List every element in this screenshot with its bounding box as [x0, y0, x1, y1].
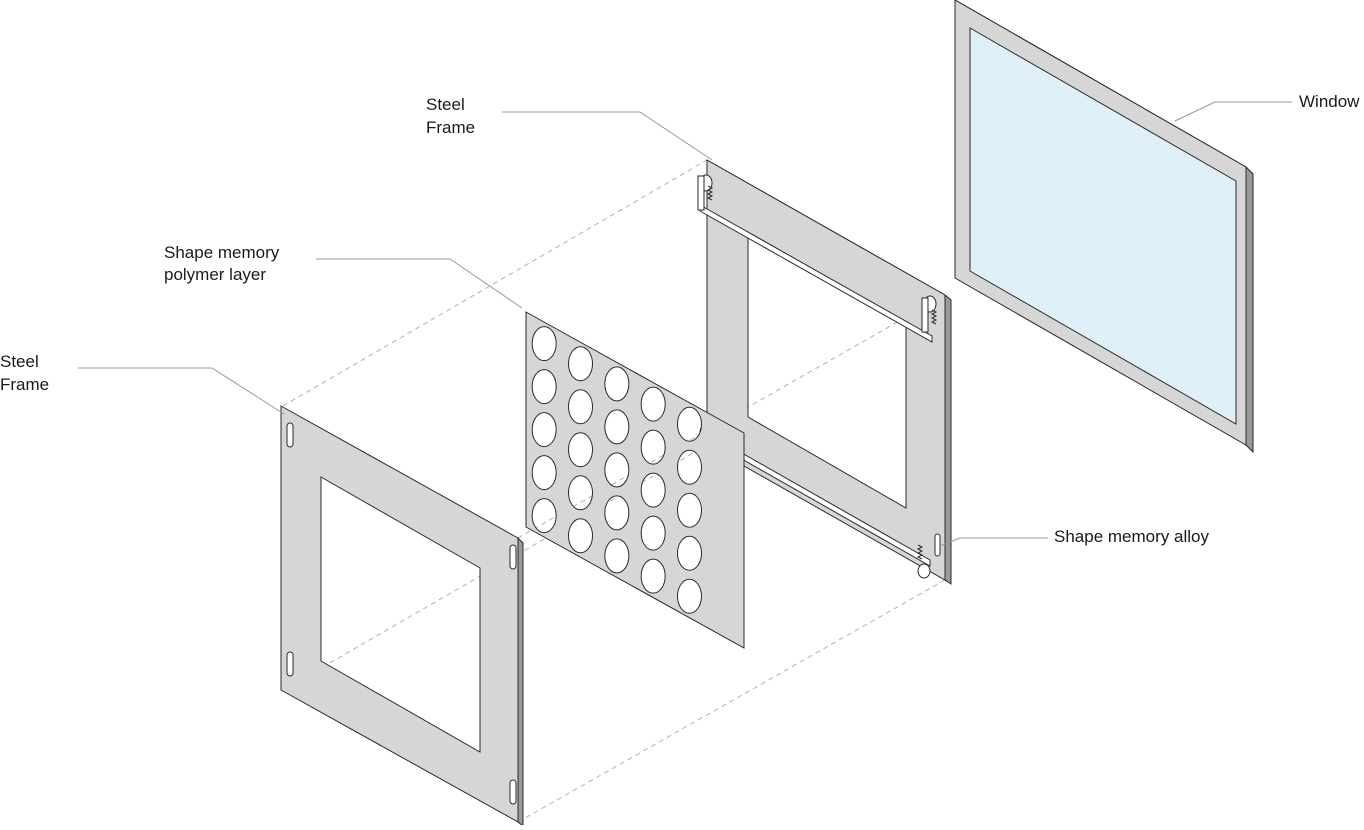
window — [954, 0, 1254, 454]
steel-frame-front — [280, 405, 524, 828]
window-glass — [969, 27, 1237, 425]
leader-lines — [78, 101, 1292, 547]
label-steel-frame-back-line2: Frame — [426, 118, 476, 137]
label-steel-frame-back-line1: Steel — [426, 95, 465, 114]
label-steel-frame-front-line1: Steel — [0, 352, 39, 371]
steel-frame-back-edge-side — [944, 293, 952, 585]
label-smp-line2: polymer layer — [164, 265, 267, 284]
smp-lattice — [525, 311, 745, 649]
window-edge-side — [1245, 165, 1254, 454]
steel-frame-front-face — [280, 405, 519, 823]
label-smp-line1: Shape memory — [164, 243, 280, 262]
shape-memory-polymer-layer — [525, 311, 745, 649]
sma-rod-top — [697, 174, 938, 343]
label-shape-memory-alloy: Shape memory alloy — [1054, 527, 1209, 546]
steel-frame-back — [697, 159, 952, 585]
label-steel-frame-front-line2: Frame — [0, 375, 50, 394]
label-window: Window — [1299, 92, 1360, 111]
frame-slots — [286, 422, 517, 805]
steel-frame-front-edge — [517, 536, 524, 828]
